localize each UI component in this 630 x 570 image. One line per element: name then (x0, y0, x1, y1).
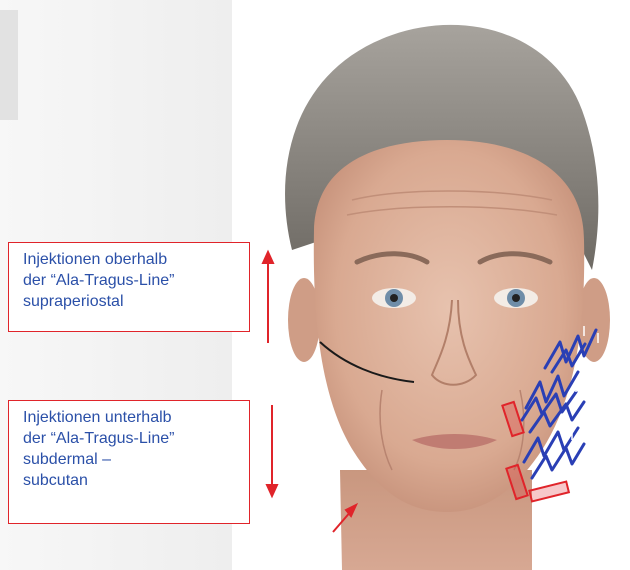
red-zone-lower-horizontal (529, 482, 569, 502)
label-below-ala-tragus-line: Injektionen unterhalb der “Ala-Tragus-Li… (8, 400, 250, 524)
label-upper-line-3: supraperiostal (23, 291, 239, 312)
injection-marks (522, 330, 596, 478)
red-zone-lower-vertical (506, 465, 527, 499)
wrinkle-arrow (333, 505, 356, 532)
arrow-up (263, 252, 273, 343)
label-upper-line-1: Injektionen oberhalb (23, 249, 239, 270)
label-upper-line-2: der “Ala-Tragus-Line” (23, 270, 239, 291)
label-lower-line-4: subcutan (23, 470, 239, 491)
red-zone-upper (502, 402, 523, 436)
label-lower-line-1: Injektionen unterhalb (23, 407, 239, 428)
arrow-down (267, 405, 277, 496)
red-zone-markers (502, 402, 569, 501)
label-above-ala-tragus-line: Injektionen oberhalb der “Ala-Tragus-Lin… (8, 242, 250, 332)
ala-tragus-line (320, 342, 414, 382)
label-lower-line-2: der “Ala-Tragus-Line” (23, 428, 239, 449)
label-lower-line-3: subdermal – (23, 449, 239, 470)
